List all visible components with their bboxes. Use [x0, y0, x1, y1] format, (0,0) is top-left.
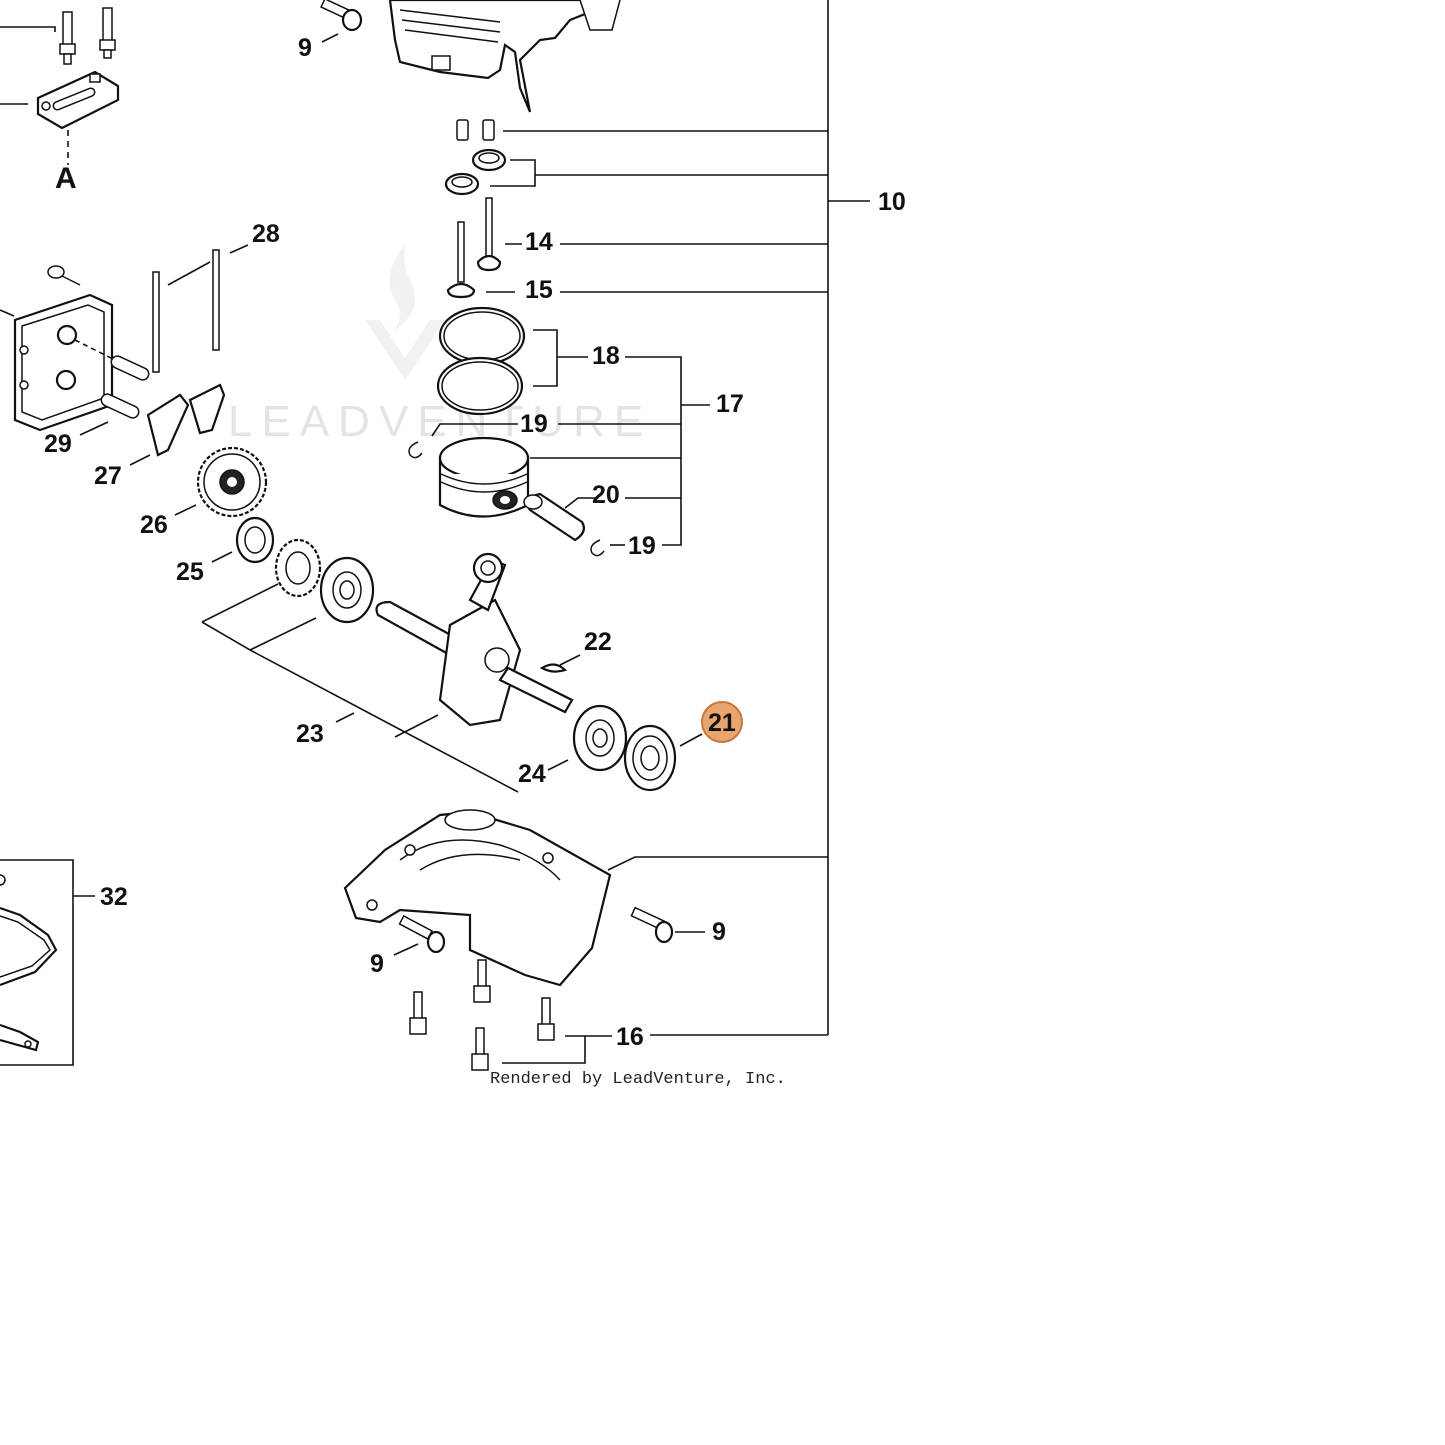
label-9-right: 9: [712, 918, 726, 946]
cylinder-block: [388, 0, 621, 113]
wrist-pin: [523, 492, 585, 542]
bolt-9-left: [398, 914, 446, 954]
label-24: 24: [518, 760, 546, 788]
label-23: 23: [296, 720, 324, 748]
label-19-b: 19: [628, 532, 656, 560]
label-32: 32: [100, 883, 128, 911]
bearing-25: [235, 516, 275, 564]
label-9-top: 9: [298, 34, 312, 62]
crank-gear: [274, 538, 322, 598]
label-28: 28: [252, 220, 280, 248]
label-27: 27: [94, 462, 122, 490]
label-17: 17: [716, 390, 744, 418]
oil-seal-21: [623, 724, 677, 792]
bolt-9-top: [320, 0, 363, 32]
valve-14: [476, 197, 502, 272]
stud-bolts: [59, 7, 116, 65]
crankcase: [343, 809, 612, 987]
bracket-plate: [36, 70, 120, 130]
label-16: 16: [616, 1023, 644, 1051]
rocker-arms: [146, 383, 226, 457]
bolts-16: [409, 959, 555, 1071]
label-21[interactable]: 21: [708, 709, 736, 737]
circlip-19b: [590, 539, 605, 557]
rocker-shafts: [100, 355, 150, 419]
label-A: A: [55, 162, 77, 195]
woodruff-key: [539, 663, 568, 673]
dowel-pins: [456, 119, 495, 141]
label-15: 15: [525, 276, 553, 304]
cam-gear: [196, 446, 268, 518]
valve-15: [446, 221, 476, 299]
piston-rings: [436, 306, 526, 416]
label-22: 22: [584, 628, 612, 656]
highlight-part-21[interactable]: 21: [701, 701, 743, 743]
pushrods: [152, 249, 220, 373]
label-18: 18: [592, 342, 620, 370]
label-25: 25: [176, 558, 204, 586]
circlip-19a: [408, 441, 423, 459]
main-bearing: [319, 556, 375, 624]
cylinder-head-cover: [0, 265, 114, 432]
label-26: 26: [140, 511, 168, 539]
bolt-9-right: [630, 906, 674, 944]
label-14: 14: [525, 228, 553, 256]
label-29: 29: [44, 430, 72, 458]
crankshaft: [375, 552, 574, 727]
piston: [438, 436, 530, 518]
label-10: 10: [878, 188, 906, 216]
valve-seals: [444, 148, 507, 196]
label-20: 20: [592, 481, 620, 509]
watermark-logo-icon: [365, 245, 445, 380]
bearing-24: [572, 704, 628, 772]
label-9-left: 9: [370, 950, 384, 978]
gasket-32: [0, 874, 58, 1052]
credit-text: Rendered by LeadVenture, Inc.: [490, 1070, 786, 1089]
watermark-text: LEADVENTURE: [228, 397, 652, 446]
label-19-a: 19: [520, 410, 548, 438]
